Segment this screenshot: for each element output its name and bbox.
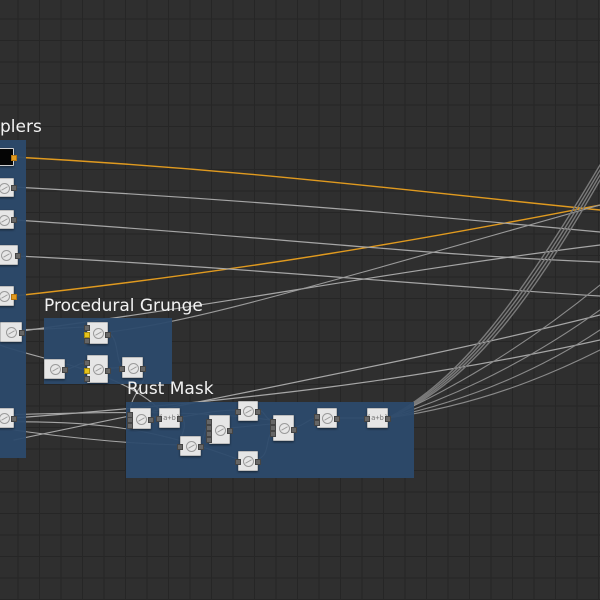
input-port[interactable] — [84, 338, 90, 344]
input-port[interactable] — [206, 431, 212, 437]
output-port[interactable] — [177, 416, 183, 422]
vector-icon: [a+b] — [366, 414, 389, 422]
output-port[interactable] — [11, 185, 17, 191]
input-port[interactable] — [206, 419, 212, 425]
input-port[interactable] — [206, 437, 212, 443]
wire — [387, 174, 600, 419]
blend-multi-node[interactable] — [206, 415, 233, 444]
node-icon — [278, 423, 290, 434]
texture-sample-node[interactable] — [0, 322, 25, 342]
input-port[interactable] — [127, 417, 133, 423]
output-port[interactable] — [148, 417, 154, 423]
vector-node[interactable]: [a+b] — [364, 408, 391, 428]
input-port[interactable] — [235, 409, 241, 415]
node-icon — [49, 364, 61, 375]
levels-node[interactable] — [177, 436, 204, 456]
input-port[interactable] — [270, 425, 276, 431]
node-icon — [243, 406, 254, 417]
output-port[interactable] — [11, 294, 17, 300]
wire — [387, 169, 600, 419]
input-port[interactable] — [235, 459, 241, 465]
wire — [387, 179, 600, 419]
input-port[interactable] — [84, 360, 90, 366]
input-port[interactable] — [364, 416, 370, 422]
wire — [387, 309, 600, 419]
blend-node[interactable] — [127, 408, 154, 429]
output-port[interactable] — [15, 253, 21, 259]
wire-highlight — [13, 204, 600, 297]
node-icon — [1, 250, 12, 261]
levels-node[interactable] — [314, 408, 340, 428]
node-icon — [0, 214, 10, 226]
node-icon — [243, 456, 254, 467]
wire — [13, 339, 600, 419]
node-icon — [0, 291, 10, 302]
output-port[interactable] — [334, 416, 340, 422]
input-port[interactable] — [270, 419, 276, 425]
output-port[interactable] — [227, 428, 233, 434]
input-port[interactable] — [84, 368, 90, 374]
wire — [13, 219, 600, 263]
frame-title-procedural-grunge: Procedural Grunge — [44, 296, 203, 316]
levels-node[interactable] — [119, 357, 146, 378]
output-port[interactable] — [385, 416, 391, 422]
output-port[interactable] — [140, 366, 146, 372]
wire-highlight — [13, 156, 600, 211]
node-icon — [135, 413, 147, 425]
node-icon — [0, 413, 10, 424]
texture-sample-node[interactable] — [0, 286, 17, 306]
wire — [387, 329, 600, 419]
texture-sample-node[interactable] — [0, 148, 17, 166]
frame-title-samplers: plers — [0, 117, 42, 137]
input-port[interactable] — [270, 431, 276, 437]
node-icon — [185, 441, 197, 452]
vector-icon: [a+b] — [158, 414, 181, 422]
node-icon — [92, 328, 104, 339]
input-port[interactable] — [177, 444, 183, 450]
input-port[interactable] — [314, 420, 320, 426]
input-port[interactable] — [84, 332, 90, 338]
wire — [387, 349, 600, 419]
node-icon — [6, 327, 17, 338]
texture-sample-node[interactable] — [0, 178, 17, 197]
output-port[interactable] — [11, 155, 17, 161]
wire — [13, 186, 600, 233]
output-port[interactable] — [291, 427, 297, 433]
wire — [387, 164, 600, 419]
input-port[interactable] — [84, 325, 90, 331]
input-port[interactable] — [127, 423, 133, 429]
output-port[interactable] — [105, 368, 111, 374]
node-icon — [127, 362, 139, 374]
output-port[interactable] — [255, 409, 261, 415]
frame-title-rust-mask: Rust Mask — [127, 379, 214, 399]
output-port[interactable] — [198, 444, 204, 450]
output-port[interactable] — [255, 459, 261, 465]
input-port[interactable] — [84, 376, 90, 382]
node-icon — [0, 182, 10, 194]
output-port[interactable] — [11, 416, 17, 422]
input-port[interactable] — [314, 414, 320, 420]
node-icon — [92, 364, 104, 375]
texture-sample-node[interactable] — [0, 245, 21, 265]
output-port[interactable] — [19, 330, 25, 336]
output-port[interactable] — [62, 367, 68, 373]
noise-node[interactable] — [44, 359, 68, 379]
output-port[interactable] — [105, 332, 111, 338]
input-port[interactable] — [206, 425, 212, 431]
output-port[interactable] — [11, 217, 17, 223]
texture-sample-node[interactable] — [0, 210, 17, 229]
blend-node[interactable] — [84, 322, 111, 344]
texture-sample-node[interactable] — [0, 408, 17, 428]
wire — [17, 255, 600, 297]
node-icon — [214, 424, 226, 436]
levels-node[interactable] — [235, 401, 261, 421]
input-port[interactable] — [119, 366, 125, 372]
levels-node[interactable] — [235, 451, 261, 471]
node-icon — [322, 413, 333, 424]
vector-node[interactable]: [a+b] — [156, 408, 183, 428]
blend-node[interactable] — [270, 415, 297, 441]
blend-node[interactable] — [84, 355, 111, 383]
input-port[interactable] — [156, 416, 162, 422]
wire — [13, 314, 600, 441]
